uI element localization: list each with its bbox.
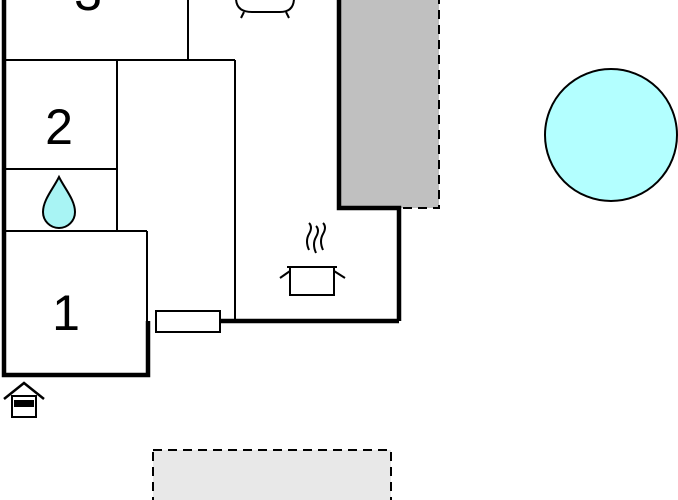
water-drop-icon [41,174,77,229]
interior-walls [5,0,236,321]
window [155,310,221,333]
parking-area [152,449,392,500]
terrace-dashed-border [400,0,440,209]
pool-icon [544,68,678,202]
exterior-walls [1,0,402,378]
cooking-pot-icon [279,222,346,296]
room-1-label: 1 [52,285,80,341]
terrace-area [339,0,439,208]
house-entrance-icon [3,381,45,418]
sofa-icon [235,0,295,19]
room-2-label: 2 [45,99,73,155]
room-3-label: 3 [74,0,102,21]
